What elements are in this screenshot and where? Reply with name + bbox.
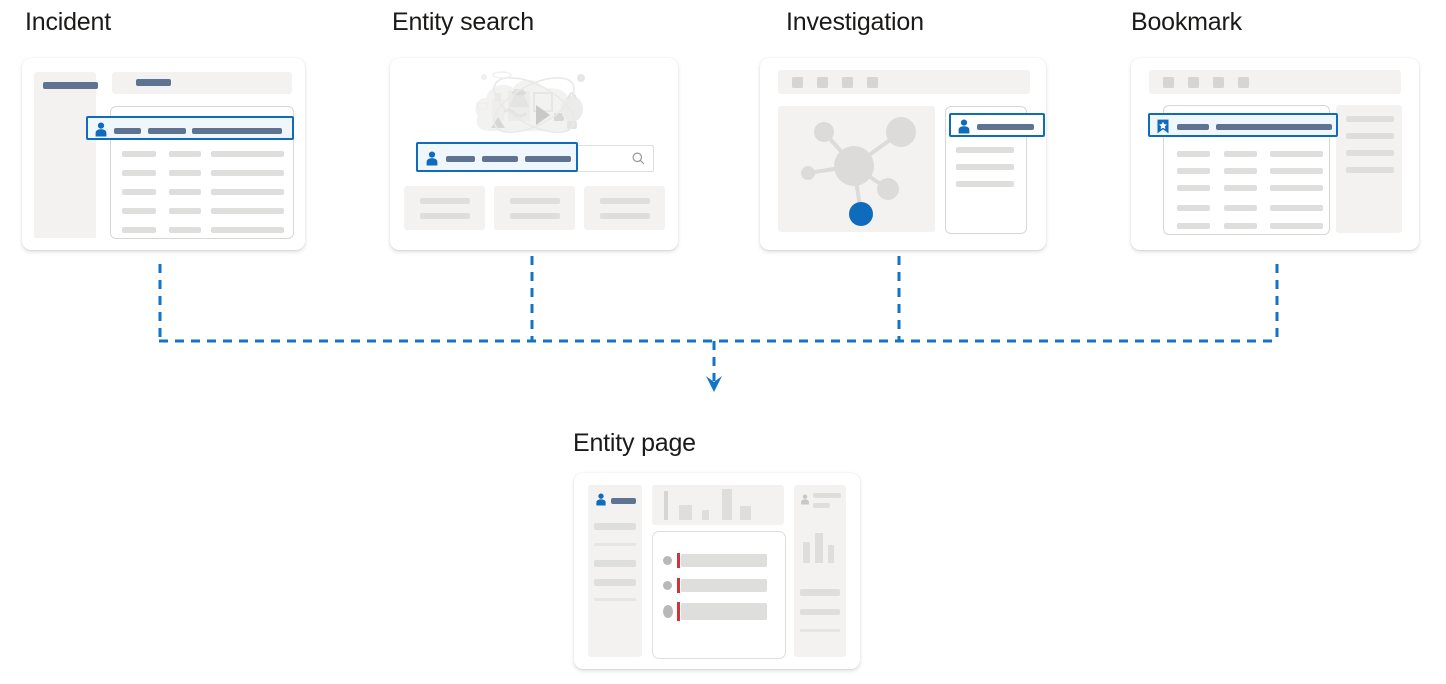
- toolbar-item: [842, 77, 853, 88]
- side-line: [1346, 133, 1394, 139]
- card-bookmark[interactable]: [1131, 58, 1419, 250]
- detail-line: [956, 147, 1014, 153]
- side-line: [1346, 150, 1394, 156]
- side-line: [1346, 167, 1394, 173]
- entity-search-value-2: [482, 156, 518, 162]
- incident-nav-label: [43, 82, 98, 89]
- investigation-entity-row-highlighted[interactable]: [949, 113, 1045, 137]
- right-bar-chart: [803, 533, 834, 563]
- card-entity-search[interactable]: [390, 58, 678, 250]
- card-entity-page[interactable]: [574, 473, 860, 669]
- flow-arrow: [706, 376, 722, 392]
- toolbar-item: [792, 77, 803, 88]
- info-line-thin: [594, 543, 636, 546]
- toolbar-item: [1213, 77, 1224, 88]
- graph-node-selected: [849, 202, 873, 226]
- footer-line: [800, 589, 840, 596]
- person-icon: [95, 122, 107, 137]
- incident-entity-row-highlighted[interactable]: [86, 116, 294, 140]
- card-title-entity-search: Entity search: [392, 8, 534, 36]
- footer-line: [800, 629, 840, 632]
- incident-row-cell-3: [192, 128, 282, 134]
- entity-name: [611, 498, 636, 504]
- card-incident[interactable]: [22, 58, 305, 250]
- incident-row-cell-2: [148, 128, 186, 134]
- entity-page-chart-panel: [652, 485, 784, 525]
- severity-bar: [677, 578, 680, 593]
- person-icon: [426, 151, 438, 166]
- search-hero-illustration: [475, 71, 585, 133]
- person-icon: [596, 493, 606, 506]
- side-line: [1346, 116, 1394, 122]
- connector-bus: [158, 256, 1279, 392]
- header-line: [813, 503, 830, 508]
- info-line-thin: [594, 598, 636, 601]
- info-line-thick: [594, 579, 636, 586]
- graph-node: [886, 117, 916, 147]
- entity-search-value-3: [525, 156, 571, 162]
- incident-nav-pane: [34, 72, 96, 238]
- card-title-entity-page: Entity page: [573, 429, 696, 457]
- incident-row-cell-1: [114, 128, 141, 134]
- timeline-label: [681, 579, 767, 592]
- bookmark-side-panel[interactable]: [1336, 105, 1402, 233]
- investigation-toolbar: [778, 70, 1030, 94]
- card-title-investigation: Investigation: [786, 8, 924, 36]
- entity-search-value-1: [446, 156, 475, 162]
- entity-graph: [801, 117, 916, 226]
- graph-node: [801, 166, 815, 180]
- status-dot: [663, 556, 672, 565]
- graph-node: [877, 178, 899, 200]
- bookmark-icon: [1157, 119, 1169, 134]
- toolbar-item: [867, 77, 878, 88]
- entity-page-left-panel[interactable]: [588, 485, 642, 657]
- toolbar-item: [1188, 77, 1199, 88]
- bookmark-row-highlighted[interactable]: [1148, 113, 1338, 137]
- toolbar-item: [1163, 77, 1174, 88]
- person-icon: [958, 119, 970, 134]
- search-icon[interactable]: [632, 152, 645, 165]
- status-dot: [663, 581, 672, 590]
- card-title-incident: Incident: [25, 8, 111, 36]
- incident-header-label: [136, 79, 171, 86]
- info-line-thick: [594, 523, 636, 530]
- graph-node-center: [834, 146, 874, 186]
- result-card[interactable]: [494, 186, 575, 230]
- detail-line: [956, 164, 1014, 170]
- toolbar-item: [817, 77, 828, 88]
- entity-page-right-panel[interactable]: [794, 485, 846, 657]
- bookmark-row-cell-2: [1216, 124, 1332, 130]
- status-dot: [663, 605, 673, 618]
- bookmark-row-cell-1: [1177, 124, 1209, 130]
- card-title-bookmark: Bookmark: [1131, 8, 1242, 36]
- investigation-row-value: [977, 124, 1034, 130]
- person-icon-grey: [801, 494, 809, 505]
- severity-bar: [677, 602, 680, 621]
- incident-header-pane: [112, 72, 292, 94]
- entity-search-token-highlighted[interactable]: [416, 142, 578, 172]
- timeline-label: [681, 554, 767, 567]
- result-card[interactable]: [584, 186, 665, 230]
- severity-bar: [677, 553, 680, 568]
- investigation-graph-canvas[interactable]: [778, 106, 935, 232]
- header-line: [813, 493, 841, 498]
- toolbar-item: [1238, 77, 1249, 88]
- footer-line: [800, 609, 840, 615]
- card-investigation[interactable]: [760, 58, 1046, 250]
- timeline-label: [681, 603, 767, 620]
- info-line-thick: [594, 560, 636, 567]
- entity-page-timeline[interactable]: [652, 531, 786, 659]
- bookmark-toolbar: [1149, 70, 1401, 94]
- detail-line: [956, 181, 1014, 187]
- graph-node: [814, 122, 834, 142]
- result-card[interactable]: [404, 186, 485, 230]
- activity-bar-chart: [664, 489, 751, 520]
